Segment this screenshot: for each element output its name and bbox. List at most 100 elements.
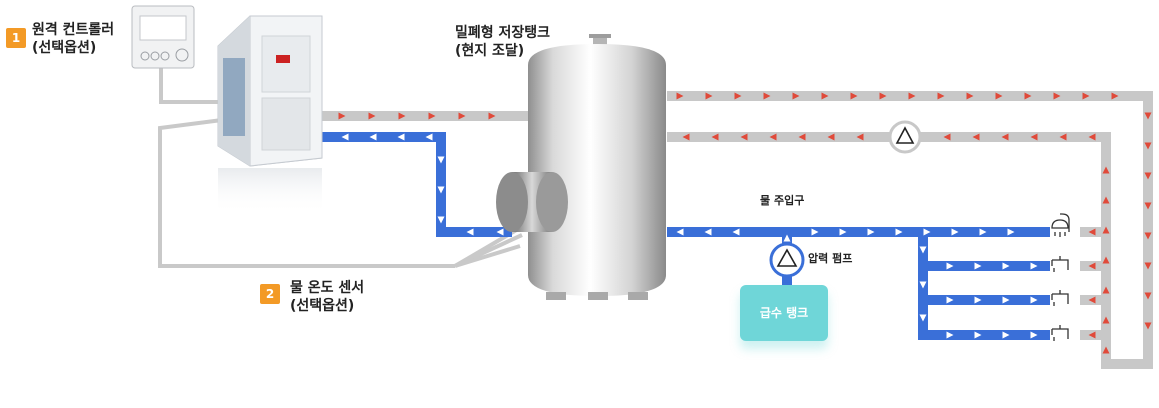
flow-arrow <box>425 133 433 141</box>
hot-flow-arrows <box>338 92 1152 354</box>
flow-arrow <box>1030 331 1038 339</box>
flow-arrow <box>974 296 982 304</box>
storage-tank-label: 밀폐형 저장탱크 (현지 조달) <box>455 25 550 60</box>
flow-arrow <box>1144 202 1152 210</box>
flow-arrow <box>972 133 980 141</box>
flow-arrow <box>682 133 690 141</box>
sensor-wire-outer <box>158 118 455 268</box>
flow-arrow <box>437 156 445 164</box>
flow-arrow <box>1102 346 1110 354</box>
remote-wire <box>159 55 222 104</box>
flow-arrow <box>1002 331 1010 339</box>
flow-arrow <box>1144 172 1152 180</box>
flow-arrow <box>338 112 346 120</box>
pump-icon <box>769 242 805 278</box>
flow-arrow <box>919 314 927 322</box>
remote-controller-title: 원격 컨트롤러 <box>32 22 115 38</box>
supply-tank: 급수 탱크 <box>740 285 828 341</box>
shower-icon <box>1051 213 1070 237</box>
flow-arrow <box>398 112 406 120</box>
flow-arrow <box>763 92 771 100</box>
flow-arrow <box>951 228 959 236</box>
flow-arrow <box>1088 228 1096 236</box>
flow-arrow <box>496 228 504 236</box>
heat-pump-unit-icon <box>217 15 323 214</box>
flow-arrow <box>769 133 777 141</box>
flow-arrow <box>792 92 800 100</box>
flow-arrow <box>1007 228 1015 236</box>
flow-arrow <box>341 133 349 141</box>
flow-arrow <box>1088 133 1096 141</box>
flow-arrow <box>397 133 405 141</box>
flow-arrow <box>740 133 748 141</box>
remote-controller-icon <box>131 5 195 69</box>
flow-arrow <box>1102 196 1110 204</box>
flow-arrow <box>798 133 806 141</box>
water-temp-sensor-badge: 2 <box>260 284 280 304</box>
flow-arrow <box>923 228 931 236</box>
flow-arrow <box>488 112 496 120</box>
flow-arrow <box>850 92 858 100</box>
flow-arrow <box>783 234 791 242</box>
flow-arrow <box>1144 232 1152 240</box>
flow-arrow <box>979 228 987 236</box>
cold-flow-arrows <box>341 133 1038 339</box>
flow-arrow <box>1030 262 1038 270</box>
flow-arrow <box>1082 92 1090 100</box>
flow-arrow <box>437 216 445 224</box>
flow-arrow <box>1144 322 1152 330</box>
storage-tank-note: (현지 조달) <box>455 42 525 59</box>
circulation-pump-icon <box>888 120 922 154</box>
flow-arrow <box>811 228 819 236</box>
cold-water-pipes <box>322 132 1050 340</box>
flow-arrow <box>732 228 740 236</box>
flow-arrow <box>1102 226 1110 234</box>
flow-arrow <box>974 331 982 339</box>
flow-arrow <box>821 92 829 100</box>
control-wires <box>158 55 527 268</box>
flow-arrow <box>428 112 436 120</box>
flow-arrow <box>974 262 982 270</box>
flow-arrow <box>1144 112 1152 120</box>
flow-arrow <box>368 112 376 120</box>
flow-arrow <box>1002 296 1010 304</box>
storage-tank-icon <box>528 34 666 300</box>
flow-arrow <box>1102 316 1110 324</box>
flow-arrow <box>1059 133 1067 141</box>
flow-arrow <box>1030 133 1038 141</box>
flow-arrow <box>676 92 684 100</box>
sensor-icon <box>496 172 568 232</box>
flow-arrow <box>711 133 719 141</box>
flow-arrow <box>1024 92 1032 100</box>
flow-arrow <box>458 112 466 120</box>
water-temp-sensor-label: 물 온도 센서 (선택옵션) <box>290 280 364 315</box>
flow-arrow <box>827 133 835 141</box>
flow-arrow <box>1001 133 1009 141</box>
flow-arrow <box>1144 262 1152 270</box>
flow-arrow <box>369 133 377 141</box>
flow-arrow <box>1053 92 1061 100</box>
water-inlet-label: 물 주입구 <box>760 194 805 207</box>
faucet-icon <box>1051 256 1069 341</box>
flow-arrow <box>856 133 864 141</box>
flow-arrow <box>937 92 945 100</box>
remote-controller-label: 원격 컨트롤러 (선택옵션) <box>32 22 114 57</box>
flow-arrow <box>1002 262 1010 270</box>
flow-arrow <box>919 246 927 254</box>
flow-arrow <box>1144 292 1152 300</box>
flow-arrow <box>908 92 916 100</box>
flow-arrow <box>946 262 954 270</box>
flow-arrow <box>704 228 712 236</box>
flow-arrow <box>995 92 1003 100</box>
flow-arrow <box>466 228 474 236</box>
flow-arrow <box>1030 296 1038 304</box>
flow-arrow <box>919 281 927 289</box>
water-temp-sensor-option: (선택옵션) <box>290 297 355 314</box>
flow-arrow <box>705 92 713 100</box>
flow-arrow <box>1102 286 1110 294</box>
flow-arrow <box>437 186 445 194</box>
flow-arrow <box>867 228 875 236</box>
flow-arrow <box>943 133 951 141</box>
